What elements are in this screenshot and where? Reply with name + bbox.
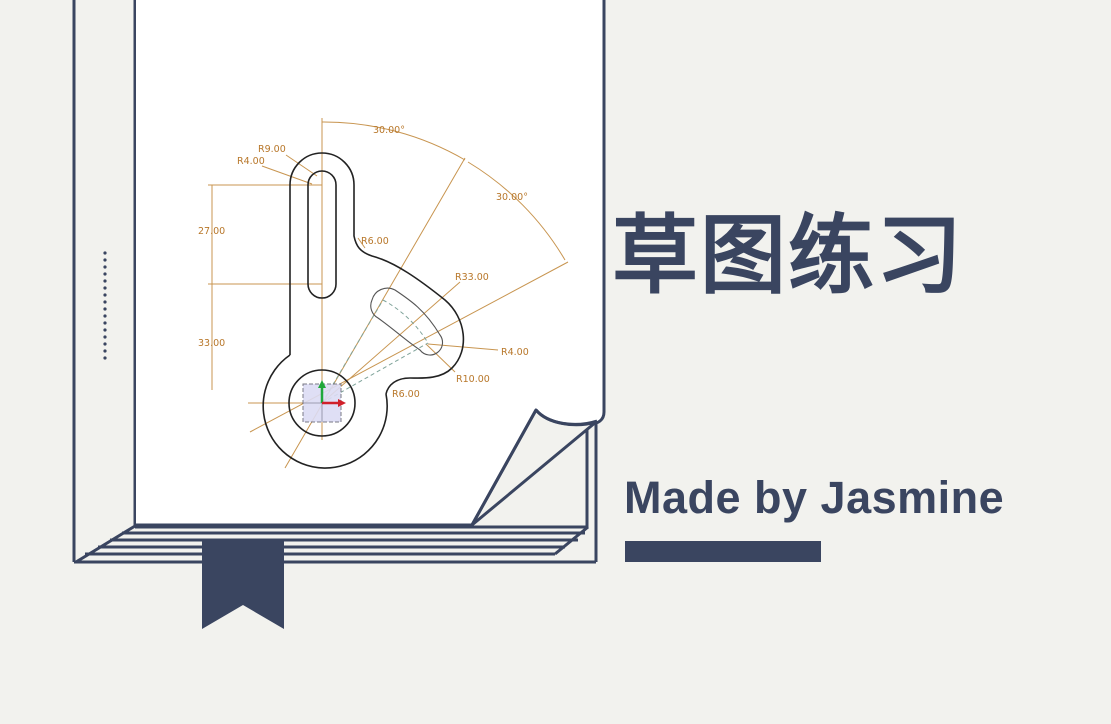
page-title: 草图练习 — [612, 206, 964, 306]
dim-angle-right: 30.00° — [496, 192, 528, 203]
bookmark — [202, 540, 284, 629]
dim-r6-bottom: R6.00 — [392, 389, 420, 400]
accent-bar — [625, 541, 821, 562]
author-byline: Made by Jasmine — [624, 472, 1005, 523]
book-outline — [72, 0, 598, 564]
dim-r6-top: R6.00 — [361, 236, 389, 247]
dim-r4-arc: R4.00 — [501, 347, 529, 358]
dim-r4-slot: R4.00 — [237, 156, 265, 167]
page-curl — [470, 408, 598, 528]
page-sheet — [136, 0, 604, 525]
dim-r9: R9.00 — [258, 144, 286, 155]
dim-27: 27.00 — [198, 226, 225, 237]
page-stack — [75, 524, 589, 564]
dim-angle-top: 30.00° — [373, 125, 405, 136]
cad-sketch: R9.00 R4.00 30.00° 30.00° R6.00 27.00 33… — [198, 118, 569, 469]
dim-33: 33.00 — [198, 338, 225, 349]
dim-r33: R33.00 — [455, 272, 489, 283]
dim-r10: R10.00 — [456, 374, 490, 385]
spine-dots — [103, 251, 107, 360]
